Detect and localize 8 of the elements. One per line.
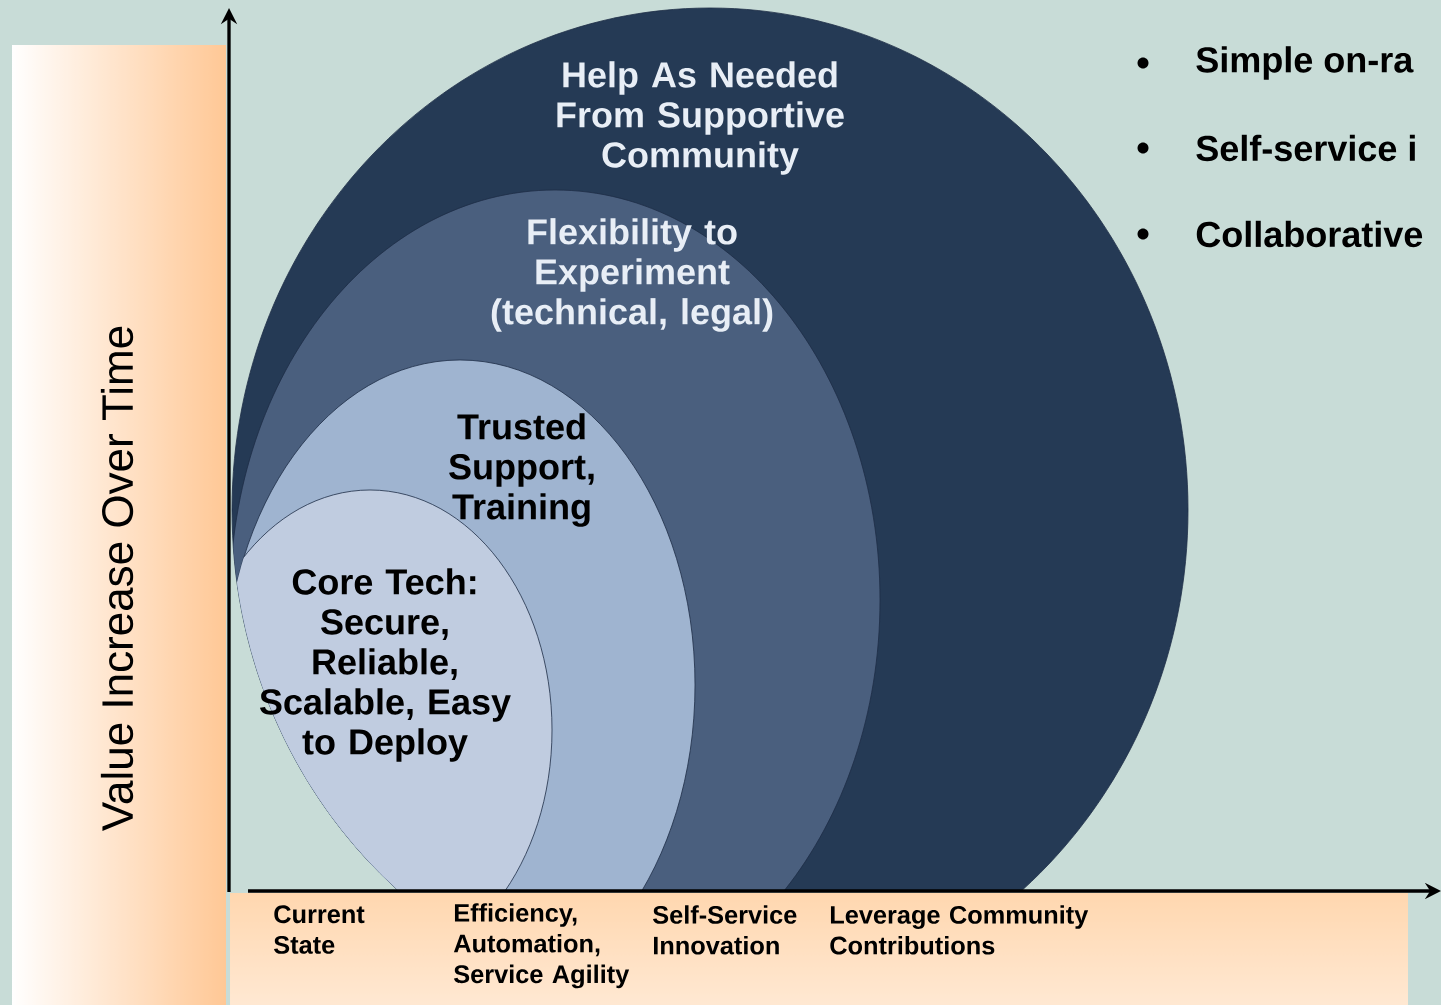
bullet-text: Collaborative [1196,220,1423,248]
axis-category: Self-Service Innovation [653,905,797,955]
axis-category: Leverage Community Contributions [830,905,1089,955]
bullet-text: Simple on-ra [1196,46,1414,80]
axis-title: Value Increase Over Time [100,326,134,831]
axis-category: Current State [274,905,365,954]
bullet-text: Self-service i [1196,134,1415,162]
axis-category: Efficiency, Automation, Service Agility [453,903,630,989]
